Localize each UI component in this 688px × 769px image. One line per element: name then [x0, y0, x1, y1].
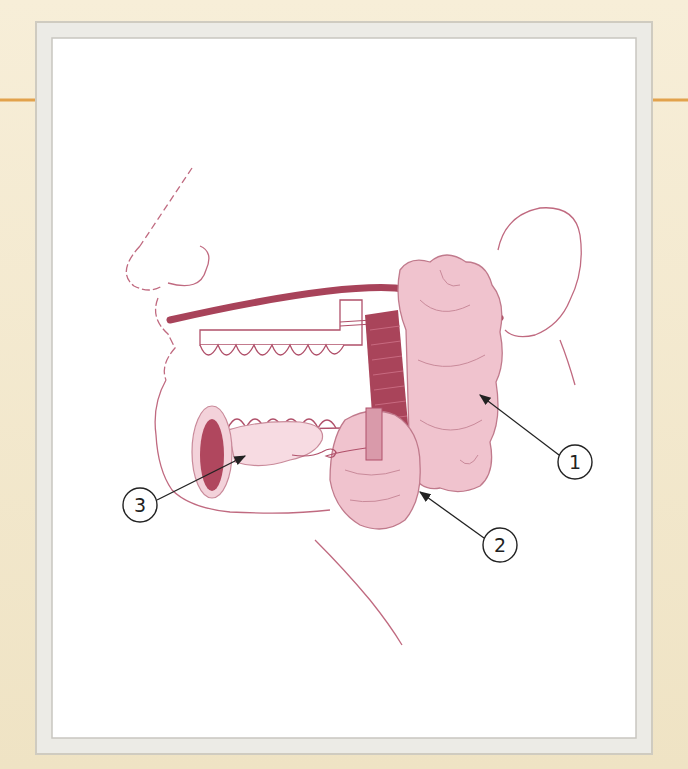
callout-ring [483, 528, 517, 562]
gland-lobules [345, 470, 400, 502]
neck-outline [315, 540, 402, 645]
mandible-bone [200, 419, 224, 491]
chin-jaw-outline [155, 380, 330, 513]
ear-lobe-line [560, 340, 575, 385]
leader-line [420, 492, 484, 538]
callout-circle: 2 [482, 527, 518, 563]
leader-line [480, 395, 559, 455]
sublingual-gland [228, 422, 323, 466]
upper-teeth [200, 345, 344, 355]
nose-tip [126, 246, 162, 290]
callout-number: 1 [569, 453, 581, 472]
gland-lobules [418, 270, 485, 464]
picture-frame [36, 22, 652, 754]
callout-number: 3 [134, 496, 146, 515]
callout-number: 2 [494, 536, 506, 555]
callout-ring [123, 488, 157, 522]
callout-ring [558, 445, 592, 479]
ear-outline [498, 208, 581, 337]
callout-circle: 1 [557, 444, 593, 480]
picture-area [52, 38, 636, 738]
leader-line [157, 456, 245, 500]
nostril [168, 246, 209, 286]
lips-outline [156, 298, 175, 380]
callout-circle: 3 [122, 487, 158, 523]
mandible-section [192, 406, 232, 498]
mylohyoid-strap [366, 408, 382, 460]
submandibular-duct [292, 448, 366, 457]
nose-bridge [140, 168, 192, 246]
